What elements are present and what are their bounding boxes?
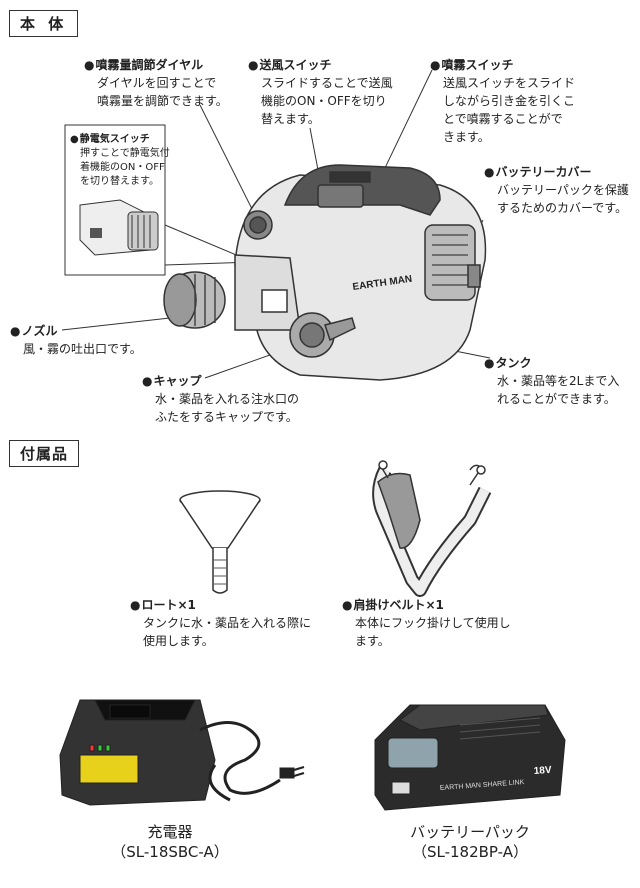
label-tank-desc: 水・薬品等を2Lまで入 れることができます。 [497, 374, 620, 406]
funnel-drawing [179, 490, 261, 594]
battery-voltage-text: 18V [533, 765, 552, 777]
label-battery-cover: バッテリーカバー バッテリーパックを保護 するためのカバーです。 [484, 163, 629, 217]
label-belt: 肩掛けベルト×1 本体にフック掛けして使用し ます。 [342, 596, 511, 650]
label-static-switch: 静電気スイッチ 押すことで静電気付 着機能のON・OFF を切り替えます。 [70, 133, 170, 189]
battery-drawing [374, 704, 566, 811]
label-nozzle-head: ノズル [10, 322, 142, 340]
static-switch-inset [64, 124, 166, 276]
charger-name: 充電器 [147, 823, 193, 841]
label-belt-desc: 本体にフック掛けして使用し ます。 [355, 616, 511, 648]
label-static-switch-head: 静電気スイッチ [70, 133, 170, 147]
label-nozzle-desc: 風・霧の吐出口です。 [23, 342, 142, 356]
label-belt-head: 肩掛けベルト×1 [342, 596, 511, 614]
sprayer-body [163, 164, 487, 381]
label-nozzle: ノズル 風・霧の吐出口です。 [10, 322, 142, 358]
label-fan-switch-head: 送風スイッチ [248, 56, 393, 74]
label-spray-switch-head: 噴霧スイッチ [430, 56, 575, 74]
section-title-main: 本 体 [9, 10, 79, 37]
label-dial-desc: ダイヤルを回すことで 噴霧量を調節できます。 [97, 76, 228, 108]
label-battery-cover-head: バッテリーカバー [484, 163, 629, 181]
label-static-switch-desc: 押すことで静電気付 着機能のON・OFF を切り替えます。 [80, 148, 170, 187]
label-spray-switch-desc: 送風スイッチをスライド しながら引き金を引くこ とで噴霧することがで きます。 [443, 76, 576, 144]
charger-model: （SL-18SBC-A） [111, 843, 229, 861]
label-funnel-desc: タンクに水・薬品を入れる際に 使用します。 [143, 616, 312, 648]
label-cap: キャップ 水・薬品を入れる注水口の ふたをするキャップです。 [142, 372, 299, 426]
section-title-accessories: 付属品 [9, 440, 80, 467]
label-fan-switch: 送風スイッチ スライドすることで送風 機能のON・OFFを切り 替えます。 [248, 56, 393, 128]
label-dial-head: 噴霧量調節ダイヤル [84, 56, 228, 74]
label-funnel-head: ロート×1 [130, 596, 311, 614]
charger-caption: 充電器 （SL-18SBC-A） [80, 822, 260, 862]
label-fan-switch-desc: スライドすることで送風 機能のON・OFFを切り 替えます。 [261, 76, 393, 126]
label-battery-cover-desc: バッテリーパックを保護 するためのカバーです。 [497, 183, 629, 215]
label-cap-head: キャップ [142, 372, 299, 390]
shoulder-belt-drawing [372, 460, 492, 597]
label-cap-desc: 水・薬品を入れる注水口の ふたをするキャップです。 [155, 392, 300, 424]
label-dial: 噴霧量調節ダイヤル ダイヤルを回すことで 噴霧量を調節できます。 [84, 56, 228, 110]
label-tank: タンク 水・薬品等を2Lまで入 れることができます。 [484, 354, 619, 408]
battery-name: バッテリーパック [410, 823, 530, 841]
battery-caption: バッテリーパック （SL-182BP-A） [380, 822, 560, 862]
label-funnel: ロート×1 タンクに水・薬品を入れる際に 使用します。 [130, 596, 311, 650]
label-tank-head: タンク [484, 354, 619, 372]
label-spray-switch: 噴霧スイッチ 送風スイッチをスライド しながら引き金を引くこ とで噴霧することが… [430, 56, 575, 146]
charger-drawing [59, 699, 305, 806]
battery-model: （SL-182BP-A） [411, 843, 528, 861]
